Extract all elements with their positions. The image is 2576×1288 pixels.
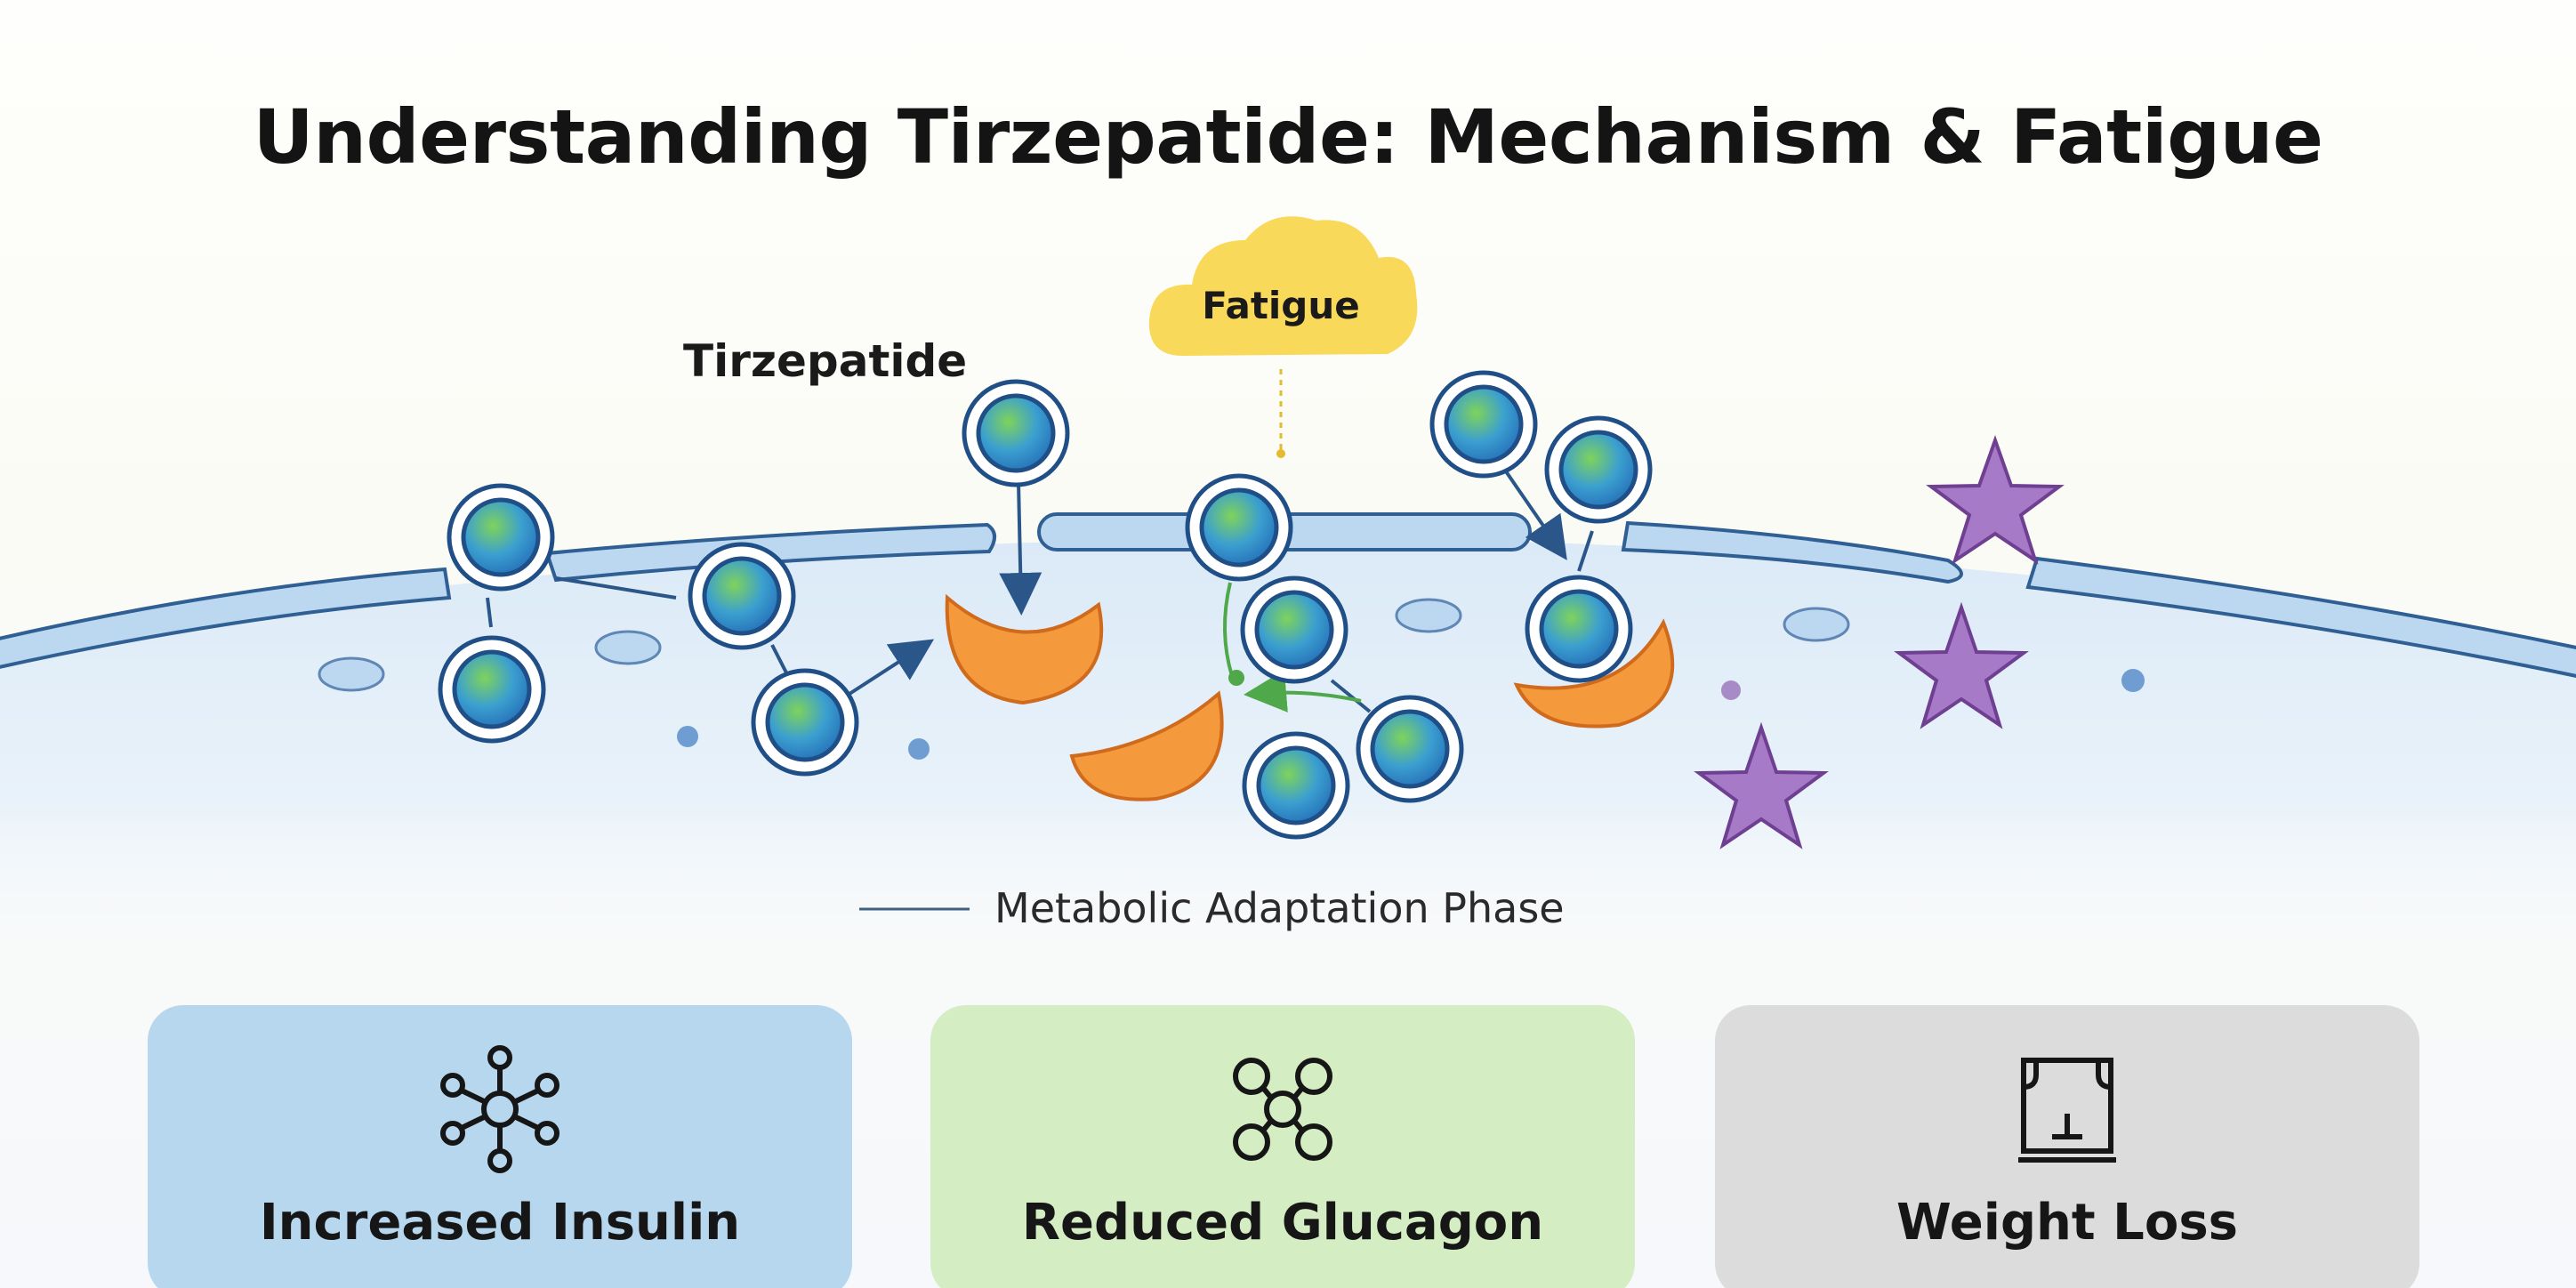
- stars: [1694, 434, 2065, 849]
- particles: [677, 669, 2145, 760]
- tirzepatide-molecules: [438, 370, 1653, 840]
- card-label: Weight Loss: [1896, 1194, 2238, 1252]
- fatigue-label: Fatigue: [1202, 284, 1360, 327]
- fatigue-cloud: Fatigue: [1148, 216, 1418, 458]
- card-weight-loss: Weight Loss: [1715, 1005, 2419, 1288]
- page-title: Understanding Tirzepatide: Mechanism & F…: [253, 93, 2323, 181]
- card-label: Increased Insulin: [259, 1194, 741, 1252]
- ring-molecule-icon: [930, 1042, 1635, 1176]
- card-increased-insulin: Increased Insulin: [148, 1005, 852, 1288]
- card-label: Reduced Glucagon: [1021, 1194, 1544, 1252]
- molecule-network-icon: [148, 1042, 852, 1176]
- receptors: [945, 593, 1675, 801]
- vesicles: [318, 598, 1850, 692]
- tirzepatide-label: Tirzepatide: [683, 335, 967, 387]
- card-reduced-glucagon: Reduced Glucagon: [930, 1005, 1635, 1288]
- scale-box-icon: [1715, 1042, 2419, 1176]
- phase-label: Metabolic Adaptation Phase: [994, 884, 1565, 932]
